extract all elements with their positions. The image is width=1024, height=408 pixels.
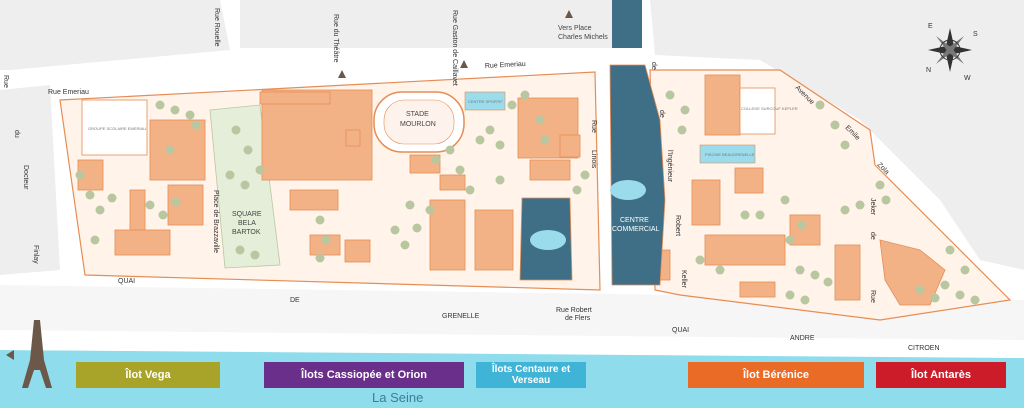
tree-icon: [412, 223, 422, 233]
tree-icon: [572, 185, 582, 195]
tree-icon: [507, 100, 517, 110]
tree-icon: [797, 220, 807, 230]
tree-icon: [75, 170, 85, 180]
tree-icon: [815, 100, 825, 110]
tree-icon: [970, 295, 980, 305]
tree-icon: [445, 145, 455, 155]
centre-commercial-water: [609, 64, 666, 286]
tree-icon: [455, 165, 465, 175]
block-w: [0, 85, 60, 275]
arrow-north: [565, 10, 573, 18]
tree-icon: [840, 205, 850, 215]
tree-icon: [255, 165, 265, 175]
tree-icon: [680, 105, 690, 115]
tree-icon: [715, 265, 725, 275]
tree-icon: [830, 120, 840, 130]
tree-icon: [800, 295, 810, 305]
tree-icon: [785, 290, 795, 300]
tree-icon: [250, 250, 260, 260]
tree-icon: [405, 200, 415, 210]
tree-icon: [695, 255, 705, 265]
tree-icon: [945, 245, 955, 255]
tree-icon: [855, 200, 865, 210]
legend-ilots-centaure-verseau: Îlots Centaure et Verseau: [476, 362, 586, 388]
legend-ilots-cassiopee-orion: Îlots Cassiopée et Orion: [264, 362, 464, 388]
trees: [75, 90, 980, 305]
tree-icon: [90, 235, 100, 245]
label-la-seine: La Seine: [372, 390, 424, 405]
block-ne: [650, 0, 1024, 270]
legend-ilot-antares: Îlot Antarès: [876, 362, 1006, 388]
tree-icon: [155, 100, 165, 110]
tree-icon: [755, 210, 765, 220]
eiffel-tower-icon: [6, 320, 52, 388]
tree-icon: [231, 125, 241, 135]
tree-icon: [677, 125, 687, 135]
tree-icon: [780, 195, 790, 205]
tree-icon: [823, 277, 833, 287]
tree-icon: [95, 205, 105, 215]
tree-icon: [495, 140, 505, 150]
tree-icon: [158, 210, 168, 220]
arrow-up-gaston: [460, 60, 468, 68]
tree-icon: [225, 170, 235, 180]
tree-icon: [495, 175, 505, 185]
tree-icon: [431, 155, 441, 165]
tree-icon: [171, 197, 181, 207]
tree-icon: [235, 245, 245, 255]
tree-icon: [840, 140, 850, 150]
tree-icon: [520, 90, 530, 100]
tree-icon: [85, 190, 95, 200]
tree-icon: [390, 225, 400, 235]
tree-icon: [915, 285, 925, 295]
tree-icon: [243, 145, 253, 155]
tree-icon: [875, 180, 885, 190]
tree-icon: [475, 135, 485, 145]
buildings: [77, 74, 946, 306]
tree-icon: [315, 215, 325, 225]
tree-icon: [191, 120, 201, 130]
river-bank: [0, 340, 1024, 358]
piscine-pool: [699, 144, 756, 164]
tree-icon: [170, 105, 180, 115]
tree-icon: [665, 90, 675, 100]
tree-icon: [165, 145, 175, 155]
block-n: [240, 0, 620, 48]
block-nw: [0, 0, 230, 70]
tree-icon: [425, 205, 435, 215]
tree-icon: [795, 265, 805, 275]
north-canal: [612, 0, 642, 48]
legend-ilot-vega: Îlot Vega: [76, 362, 220, 388]
small-pool: [464, 91, 506, 111]
legend-ilot-berenice: Îlot Bérénice: [688, 362, 864, 388]
tree-icon: [145, 200, 155, 210]
tree-icon: [185, 110, 195, 120]
tree-icon: [785, 235, 795, 245]
tree-icon: [810, 270, 820, 280]
tree-icon: [240, 180, 250, 190]
tree-icon: [107, 193, 117, 203]
tree-icon: [465, 185, 475, 195]
tree-icon: [540, 135, 550, 145]
tree-icon: [315, 253, 325, 263]
tree-icon: [940, 280, 950, 290]
compass-rose-icon: [928, 28, 972, 72]
tree-icon: [930, 293, 940, 303]
tree-icon: [485, 125, 495, 135]
arrow-up-theatre: [338, 70, 346, 78]
tree-icon: [960, 265, 970, 275]
tree-icon: [881, 195, 891, 205]
tree-icon: [740, 210, 750, 220]
tree-icon: [955, 290, 965, 300]
tree-icon: [580, 170, 590, 180]
tree-icon: [321, 235, 331, 245]
tree-icon: [400, 240, 410, 250]
tree-icon: [535, 115, 545, 125]
